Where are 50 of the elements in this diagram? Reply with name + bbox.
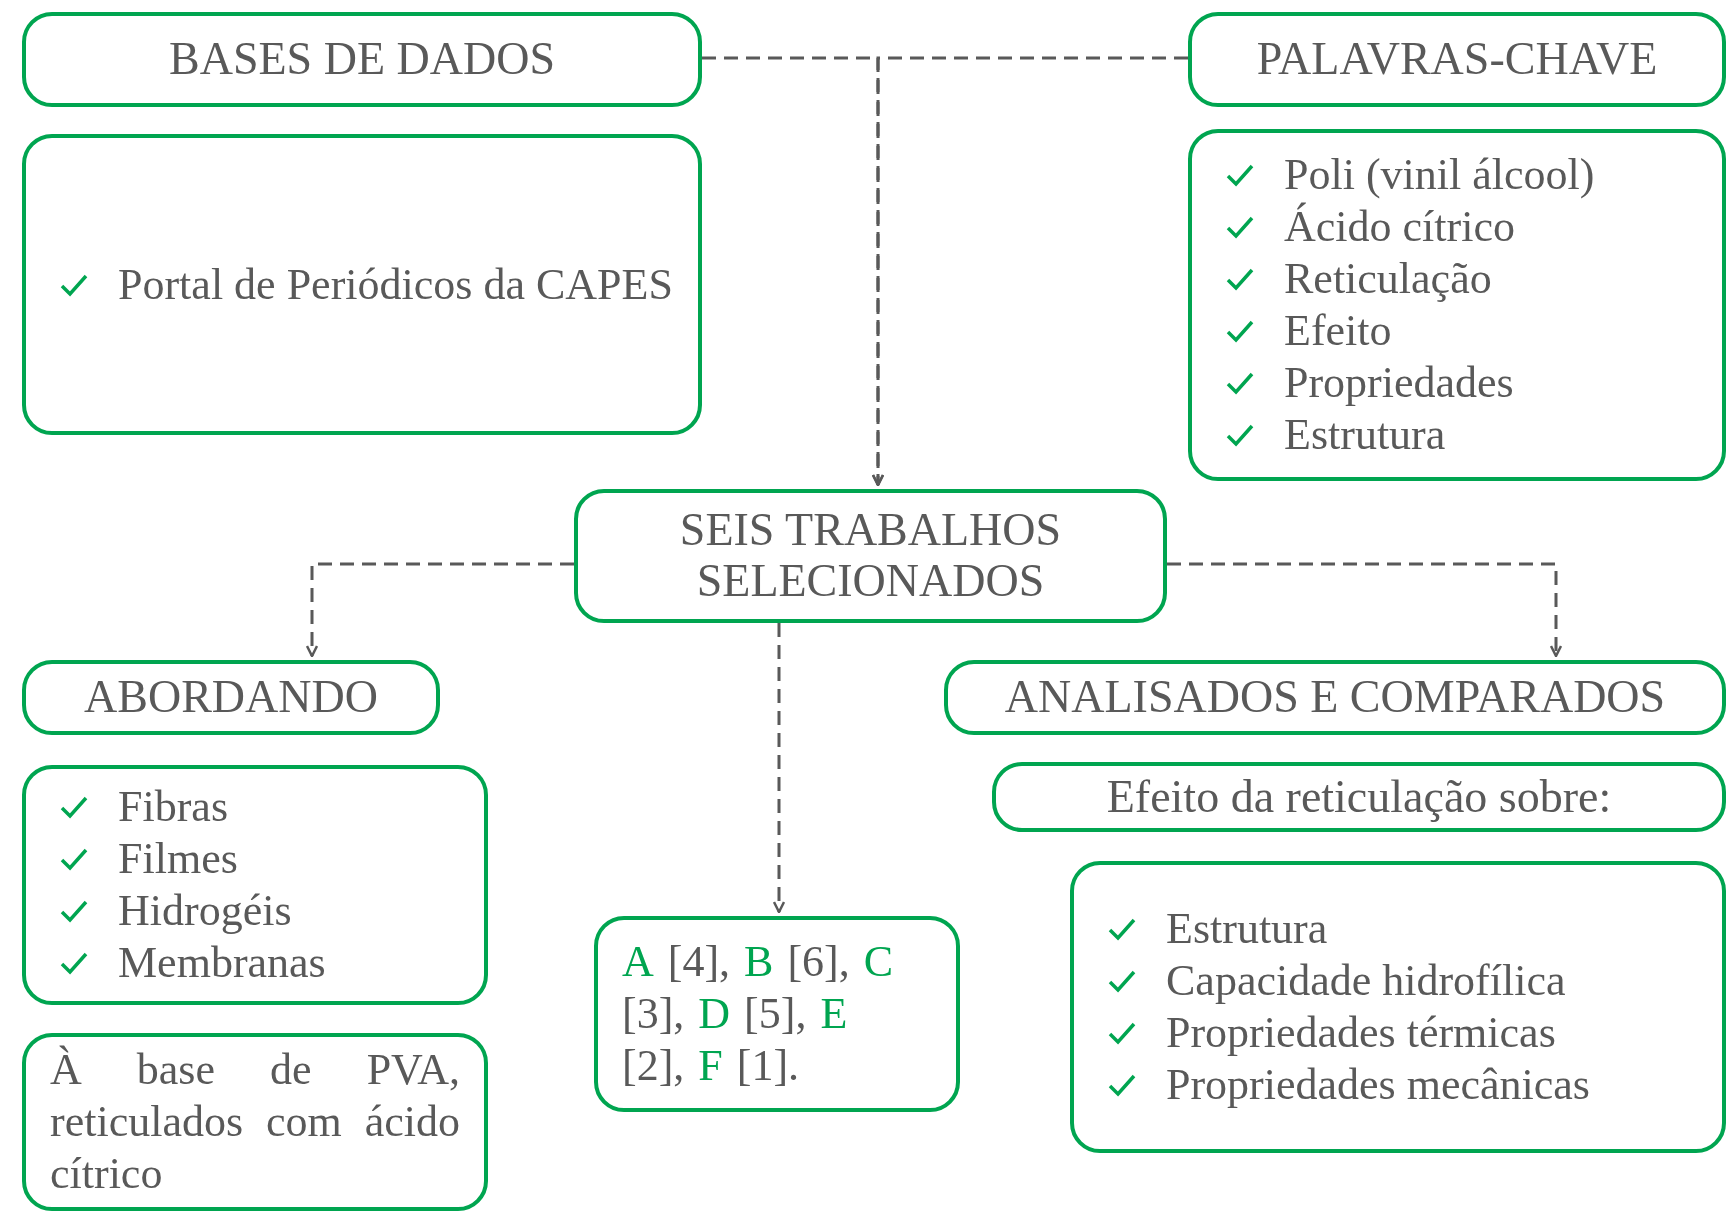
reference-letter: A [622, 936, 654, 989]
heading-text: BASES DE DADOS [168, 34, 556, 85]
list-item: Propriedades mecânicas [1166, 1058, 1590, 1111]
reference-letter: F [698, 1039, 723, 1092]
heading-box [22, 12, 702, 107]
heading-text: ABORDANDO [83, 672, 379, 723]
text-box [22, 1033, 488, 1211]
list-item: Estrutura [1284, 408, 1446, 461]
reference-letter: B [744, 936, 774, 989]
list-item: Propriedades térmicas [1166, 1007, 1556, 1059]
list-item: Efeito [1284, 305, 1392, 357]
dashed-arrow [1167, 562, 1563, 658]
reference-number: [3], [622, 988, 685, 1040]
heading-text: ANALISADOS E COMPARADOS [1003, 672, 1667, 723]
list-item: Fibras [118, 781, 228, 834]
list-item: Ácido cítrico [1284, 201, 1515, 254]
heading-box [574, 489, 1167, 623]
heading-text: PALAVRAS-CHAVE [1255, 34, 1659, 85]
reference-letter: C [863, 936, 894, 989]
reference-number: [4], [667, 936, 731, 989]
dashed-arrow [871, 56, 1188, 487]
heading-box [22, 660, 440, 735]
reference-letter: E [820, 988, 848, 1040]
list-item: Filmes [118, 833, 238, 885]
list-item: Membranas [118, 936, 326, 989]
dashed-arrow [772, 623, 786, 914]
reference-number: [5], [744, 988, 807, 1040]
list-item: Capacidade hidrofílica [1166, 955, 1566, 1007]
reference-number: [1]. [736, 1039, 800, 1092]
dashed-arrow [305, 562, 574, 658]
list-box [22, 134, 702, 435]
list-item: Estrutura [1166, 903, 1328, 956]
heading-box [944, 660, 1726, 735]
reference-number: [6], [787, 936, 850, 989]
heading-text: SEIS TRABALHOS SELECIONADOS [678, 505, 1063, 607]
list-item: Reticulação [1284, 253, 1492, 305]
reference-letter: D [698, 988, 731, 1040]
reference-number: [2], [622, 1039, 685, 1092]
description-text: À base de PVA, reticulados com ácido cítrico [49, 1044, 461, 1200]
list-item: Portal de Periódicos da CAPES [118, 258, 673, 311]
list-item: Hidrogéis [118, 885, 292, 937]
list-box [1188, 129, 1726, 481]
list-box [1070, 861, 1726, 1153]
list-box [22, 765, 488, 1005]
heading-box [1188, 12, 1726, 107]
list-item: Poli (vinil álcool) [1284, 149, 1595, 202]
heading-text: Efeito da reticulação sobre: [1105, 771, 1613, 823]
heading-box [992, 762, 1726, 832]
list-item: Propriedades [1284, 356, 1514, 409]
reference-box [594, 916, 960, 1112]
